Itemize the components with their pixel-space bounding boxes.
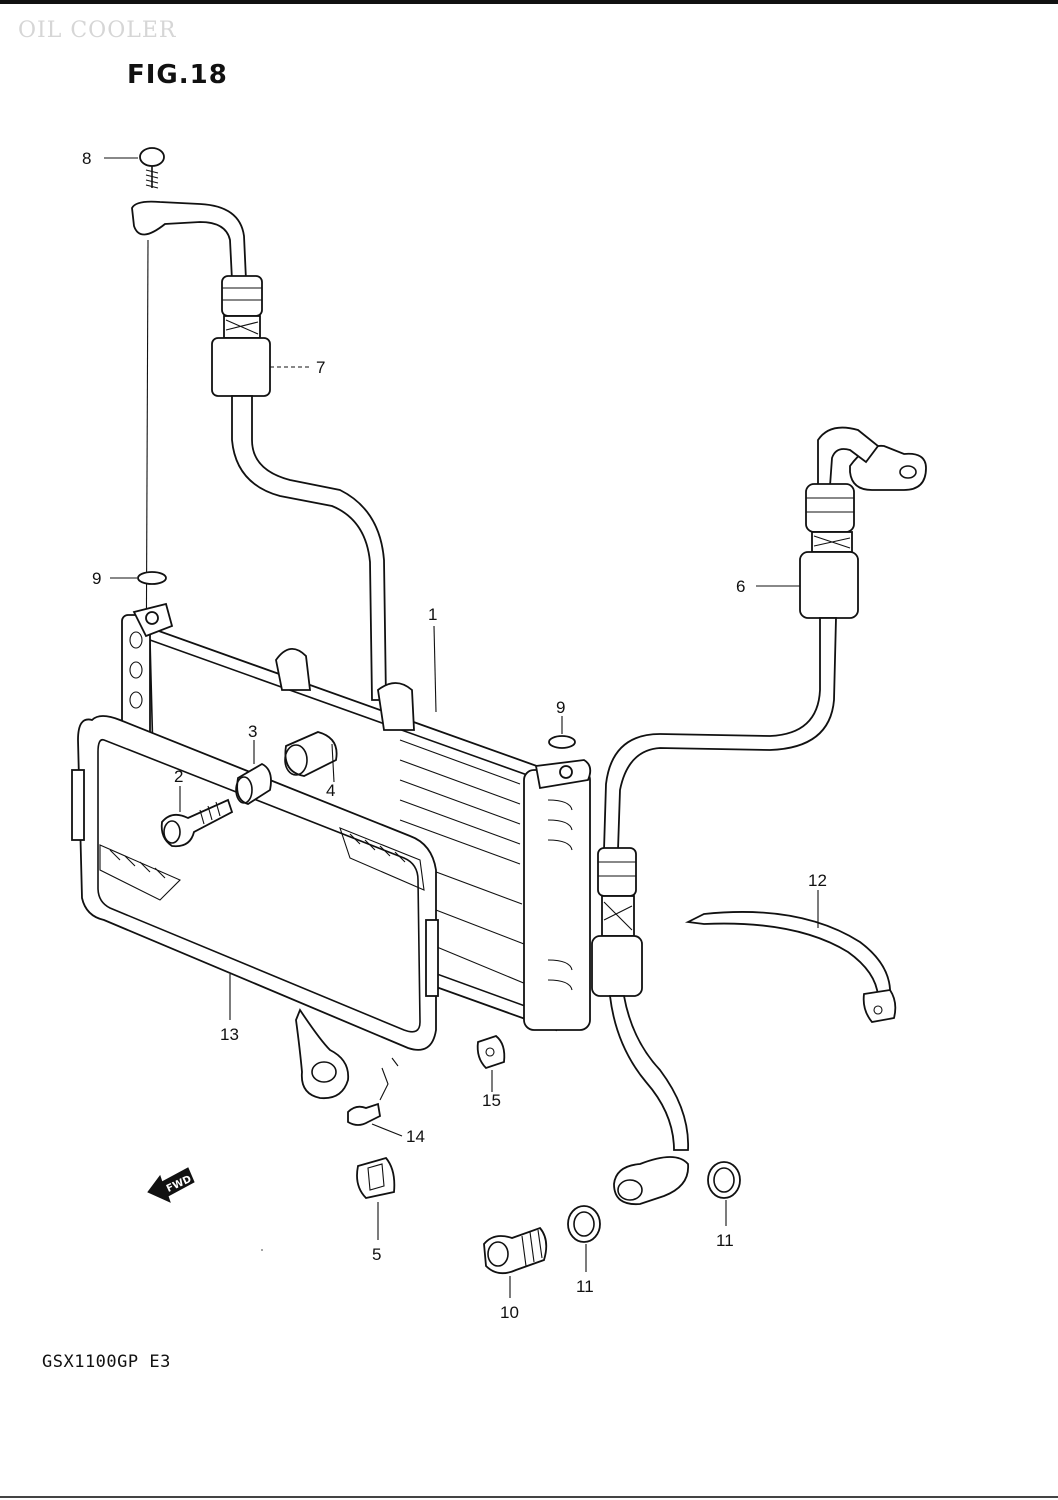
part-11-gasket-right [707,1161,741,1199]
part-2-bolt [160,798,234,848]
part-12-strap [684,911,897,1023]
part-9-o-ring-right [548,735,576,749]
model-code-footer: GSX1100GP E3 [42,1352,171,1372]
part-11-gasket-left [567,1205,601,1243]
callout-9-left: 9 [92,569,101,588]
part-3-collar [235,762,272,805]
callout-1: 1 [428,605,437,624]
figure-label: FIG.18 [127,60,228,90]
forward-direction-arrow-icon: FWD [147,1167,195,1203]
callout-14: 14 [406,1127,425,1146]
callout-8: 8 [82,149,91,168]
leader-4 [331,743,335,783]
part-4-grommet [284,731,338,777]
callout-15: 15 [482,1091,501,1110]
callout-13: 13 [220,1025,239,1044]
callout-9-right: 9 [556,698,565,717]
callout-7: 7 [316,358,325,377]
leader-14 [371,1123,403,1137]
bottom-border-rule [0,1496,1058,1498]
part-9-o-ring-left [137,571,167,585]
leader-1 [433,625,437,713]
callout-10: 10 [500,1303,519,1322]
callout-11-left: 11 [576,1277,594,1296]
print-speck [261,1249,263,1251]
callout-12: 12 [808,871,827,890]
callout-2: 2 [174,767,183,786]
callout-4: 4 [326,781,335,800]
part-15-clip-nut [476,1034,506,1070]
callout-5: 5 [372,1245,381,1264]
part-14-screw [347,1057,399,1126]
part-6-right-oil-hose [603,426,927,851]
part-8-bolt [139,147,165,189]
part-6-lower-hose-section [591,847,689,1206]
top-border-rule [0,0,1058,4]
callout-6: 6 [736,577,745,596]
section-title-faint: OIL COOLER [18,18,177,43]
part-5-clip [356,1156,396,1199]
callout-3: 3 [248,722,257,741]
part-7-left-oil-hose [131,200,387,701]
part-13-cooler-guard [71,715,439,1100]
part-10-union-bolt [483,1226,548,1275]
callout-11-right: 11 [716,1231,734,1250]
